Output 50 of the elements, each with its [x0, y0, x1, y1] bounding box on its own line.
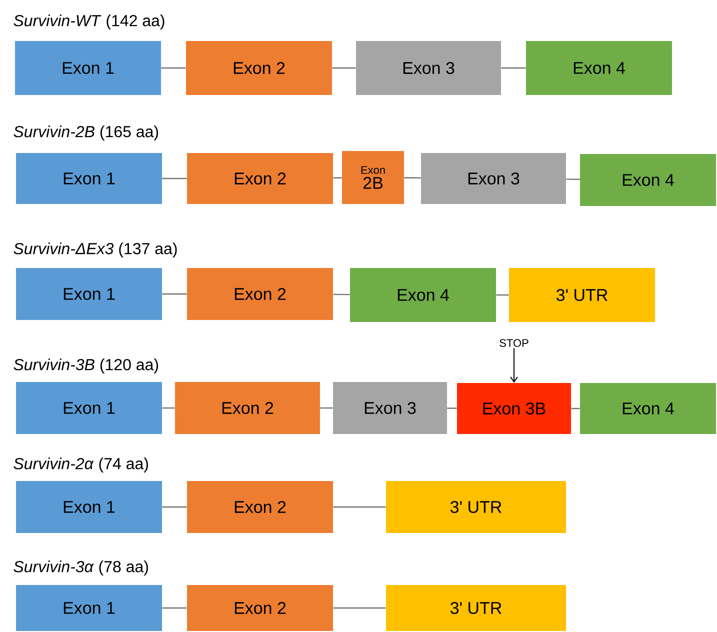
arrow — [510, 348, 518, 383]
exon-box: Exon 1 — [16, 382, 162, 434]
exon-box: Exon 4 — [350, 268, 496, 322]
intron-line — [162, 607, 187, 609]
intron-line — [161, 67, 186, 69]
exon-box: Exon 1 — [16, 481, 162, 533]
intron-line — [333, 294, 350, 296]
exon-box: 3' UTR — [509, 268, 655, 322]
exon-box: Exon 2 — [187, 585, 333, 631]
isoform-title: Survivin-WT (142 aa) — [14, 14, 164, 30]
isoform-title: Survivin-3α (78 aa) — [14, 560, 148, 576]
intron-line — [447, 408, 457, 409]
exon-box: Exon 2B — [342, 151, 404, 204]
isoform-title: Survivin-3B (120 aa) — [14, 358, 158, 374]
intron-line — [162, 178, 187, 180]
exon-box: Exon 4 — [580, 383, 716, 434]
intron-line — [501, 67, 526, 69]
exon-box: Exon 3 — [356, 41, 501, 95]
intron-line — [571, 408, 580, 410]
isoform-title: Survivin-ΔEx3 (137 aa) — [14, 242, 177, 258]
intron-line — [332, 67, 356, 69]
exon-box: Exon 4 — [526, 41, 672, 95]
exon-box: Exon 1 — [16, 585, 162, 631]
exon-box: Exon 2 — [187, 268, 333, 320]
intron-line — [496, 294, 509, 296]
exon-box: Exon 2 — [186, 41, 332, 95]
exon-box: Exon 2 — [175, 382, 320, 434]
exon-box: Exon 2 — [187, 153, 333, 204]
exon-box: Exon 1 — [16, 268, 162, 320]
exon-box: Exon 3 — [333, 382, 447, 434]
intron-line — [404, 177, 421, 178]
exon-box: Exon 1 — [16, 153, 162, 204]
intron-line — [162, 506, 187, 508]
exon-box: Exon 4 — [580, 154, 716, 206]
exon-box: 3' UTR — [386, 585, 566, 631]
intron-line — [162, 293, 187, 295]
intron-line — [566, 178, 580, 180]
stop-label: STOP — [500, 339, 528, 347]
intron-line — [333, 177, 342, 178]
exon-box: Exon 3B — [457, 383, 571, 434]
exon-box: Exon 3 — [421, 153, 566, 204]
intron-line — [333, 506, 386, 508]
exon-box: Exon 2 — [187, 481, 333, 533]
exon-box: 3' UTR — [386, 481, 566, 533]
isoform-title: Survivin-2B (165 aa) — [14, 126, 158, 140]
intron-line — [320, 407, 333, 409]
exon-box: Exon 1 — [15, 41, 161, 95]
intron-line — [333, 607, 386, 609]
intron-line — [162, 407, 175, 409]
isoform-title: Survivin-2α (74 aa) — [14, 458, 148, 472]
